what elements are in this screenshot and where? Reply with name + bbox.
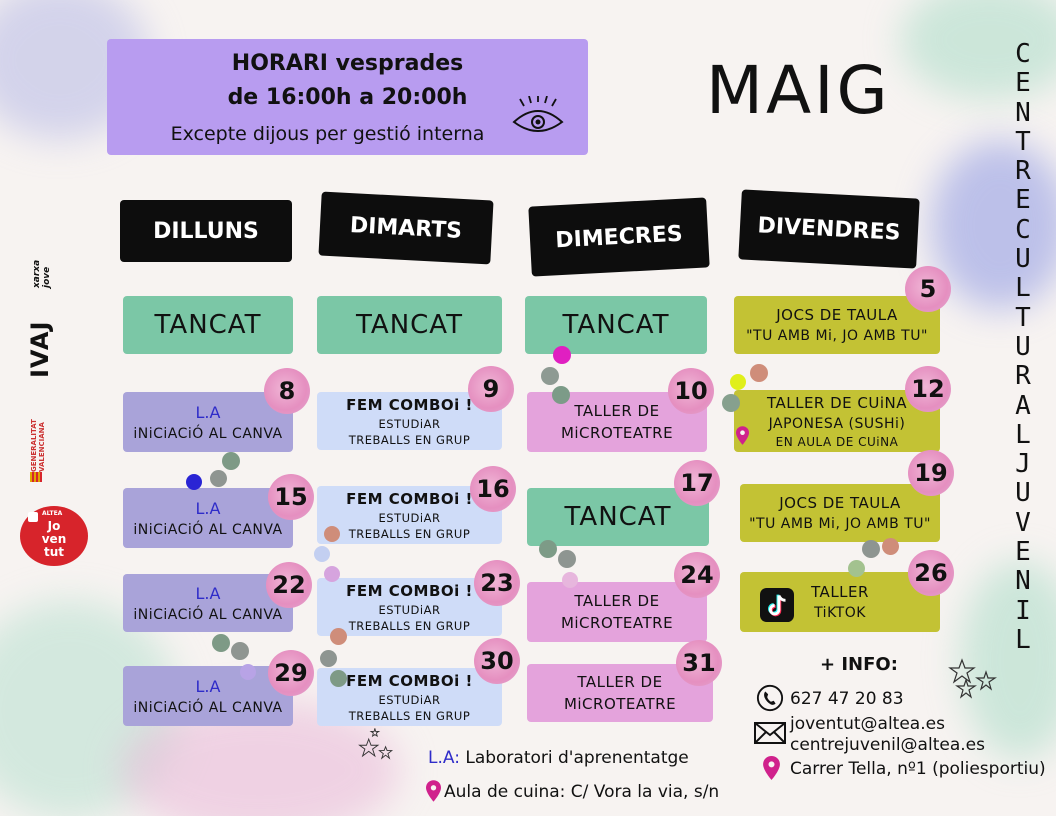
date-number: 12: [905, 366, 951, 412]
card-fri-12: TALLER DE CUiNA JAPONESA (SUSHi) EN AULA…: [734, 390, 940, 452]
day-header-divendres: DIVENDRES: [738, 189, 920, 269]
hours-title: HORARI vesprades: [231, 51, 464, 76]
card-mon-tancat: TANCAT: [123, 296, 293, 354]
date-number: 29: [268, 650, 314, 696]
info-title: + INFO:: [820, 654, 898, 675]
card-wed-tancat: TANCAT: [525, 296, 707, 354]
star-icon: [948, 658, 997, 699]
day-header-dimarts: DIMARTS: [318, 191, 494, 265]
tiktok-icon: [760, 588, 794, 622]
date-number: 8: [264, 368, 310, 414]
decor-dot: [882, 538, 899, 555]
card-mon-8: L.A iNiCiACiÓ AL CANVA: [123, 392, 293, 452]
watercolor-blob: [960, 560, 1056, 760]
card-mon-15: L.A iNiCiACiÓ AL CANVA: [123, 488, 293, 548]
location-pin-icon: [763, 756, 780, 780]
date-number: 23: [474, 560, 520, 606]
date-number: 26: [908, 550, 954, 596]
date-number: 5: [905, 266, 951, 312]
card-tue-30: FEM COMBOi ! ESTUDiAR TREBALLS EN GRUP: [317, 668, 502, 726]
legend-aula: Aula de cuina: C/ Vora la via, s/n: [444, 782, 720, 802]
decor-dot: [324, 526, 340, 542]
card-wed-17: TANCAT: [527, 488, 709, 546]
watercolor-blob: [930, 140, 1056, 310]
decor-dot: [750, 364, 768, 382]
date-number: 17: [674, 460, 720, 506]
day-header-dimecres: DIMECRES: [528, 197, 710, 277]
card-fri-5: JOCS DE TAULA "TU AMB Mi, JO AMB TU": [734, 296, 940, 354]
info-email-joventut[interactable]: joventut@altea.es: [790, 714, 945, 734]
location-pin-icon: [736, 426, 749, 445]
date-number: 15: [268, 474, 314, 520]
generalitat-logo: GENERALITAT VALENCIANA: [24, 392, 50, 482]
star-icon: [358, 728, 394, 760]
card-tue-23: FEM COMBOi ! ESTUDiAR TREBALLS EN GRUP: [317, 578, 502, 636]
decor-dot: [212, 634, 230, 652]
date-number: 16: [470, 466, 516, 512]
mail-icon: [754, 722, 786, 744]
info-email-centrejuvenil[interactable]: centrejuvenil@altea.es: [790, 735, 985, 755]
month-title: MAIG: [706, 52, 891, 129]
schedule-hours-box: HORARI vesprades de 16:00h a 20:00h Exce…: [107, 39, 588, 155]
decor-dot: [862, 540, 880, 558]
centre-vertical-title: CENTRE CULTURAL JUVENIL: [1015, 39, 1031, 655]
decor-dot: [314, 546, 330, 562]
card-mon-22: L.A iNiCiACiÓ AL CANVA: [123, 574, 293, 632]
card-mon-29: L.A iNiCiACiÓ AL CANVA: [123, 666, 293, 726]
eye-icon: [512, 96, 564, 132]
ivaj-logo: IVAJ: [26, 320, 54, 378]
date-number: 31: [676, 640, 722, 686]
date-number: 9: [468, 366, 514, 412]
decor-dot: [848, 560, 865, 577]
day-header-dilluns: DILLUNS: [120, 200, 292, 262]
hours-exception: Excepte dijous per gestió interna: [170, 123, 485, 145]
legend-la: L.A: Laboratori d'aprenentatge: [428, 748, 689, 768]
card-wed-24: TALLER DE MiCROTEATRE: [527, 582, 707, 642]
decor-dot: [539, 540, 557, 558]
date-number: 19: [908, 450, 954, 496]
decor-dot: [553, 346, 571, 364]
decor-dot: [562, 572, 578, 588]
decor-dot: [330, 628, 347, 645]
decor-dot: [730, 374, 746, 390]
decor-dot: [541, 367, 559, 385]
card-tue-tancat: TANCAT: [317, 296, 502, 354]
info-address: Carrer Tella, nº1 (poliesportiu): [790, 759, 1046, 779]
date-number: 24: [674, 552, 720, 598]
decor-dot: [324, 566, 340, 582]
decor-dot: [330, 670, 347, 687]
card-wed-31: TALLER DE MiCROTEATRE: [527, 664, 713, 722]
decor-dot: [186, 474, 202, 490]
xarxa-jove-logo: xarxa jove: [32, 259, 52, 288]
date-number: 22: [266, 562, 312, 608]
card-fri-19: JOCS DE TAULA "TU AMB Mi, JO AMB TU": [740, 484, 940, 542]
decor-dot: [231, 642, 249, 660]
phone-icon: [756, 684, 784, 712]
joventut-logo: ALTEA Jo ven tut: [20, 506, 88, 566]
location-pin-icon: [426, 780, 441, 802]
hours-range: de 16:00h a 20:00h: [227, 85, 468, 110]
decor-dot: [240, 664, 256, 680]
decor-dot: [552, 386, 570, 404]
decor-dot: [320, 650, 337, 667]
decor-dot: [210, 470, 227, 487]
decor-dot: [722, 394, 740, 412]
decor-dot: [222, 452, 240, 470]
info-phone[interactable]: 627 47 20 83: [790, 689, 904, 709]
decor-dot: [558, 550, 576, 568]
date-number: 10: [668, 368, 714, 414]
date-number: 30: [474, 638, 520, 684]
